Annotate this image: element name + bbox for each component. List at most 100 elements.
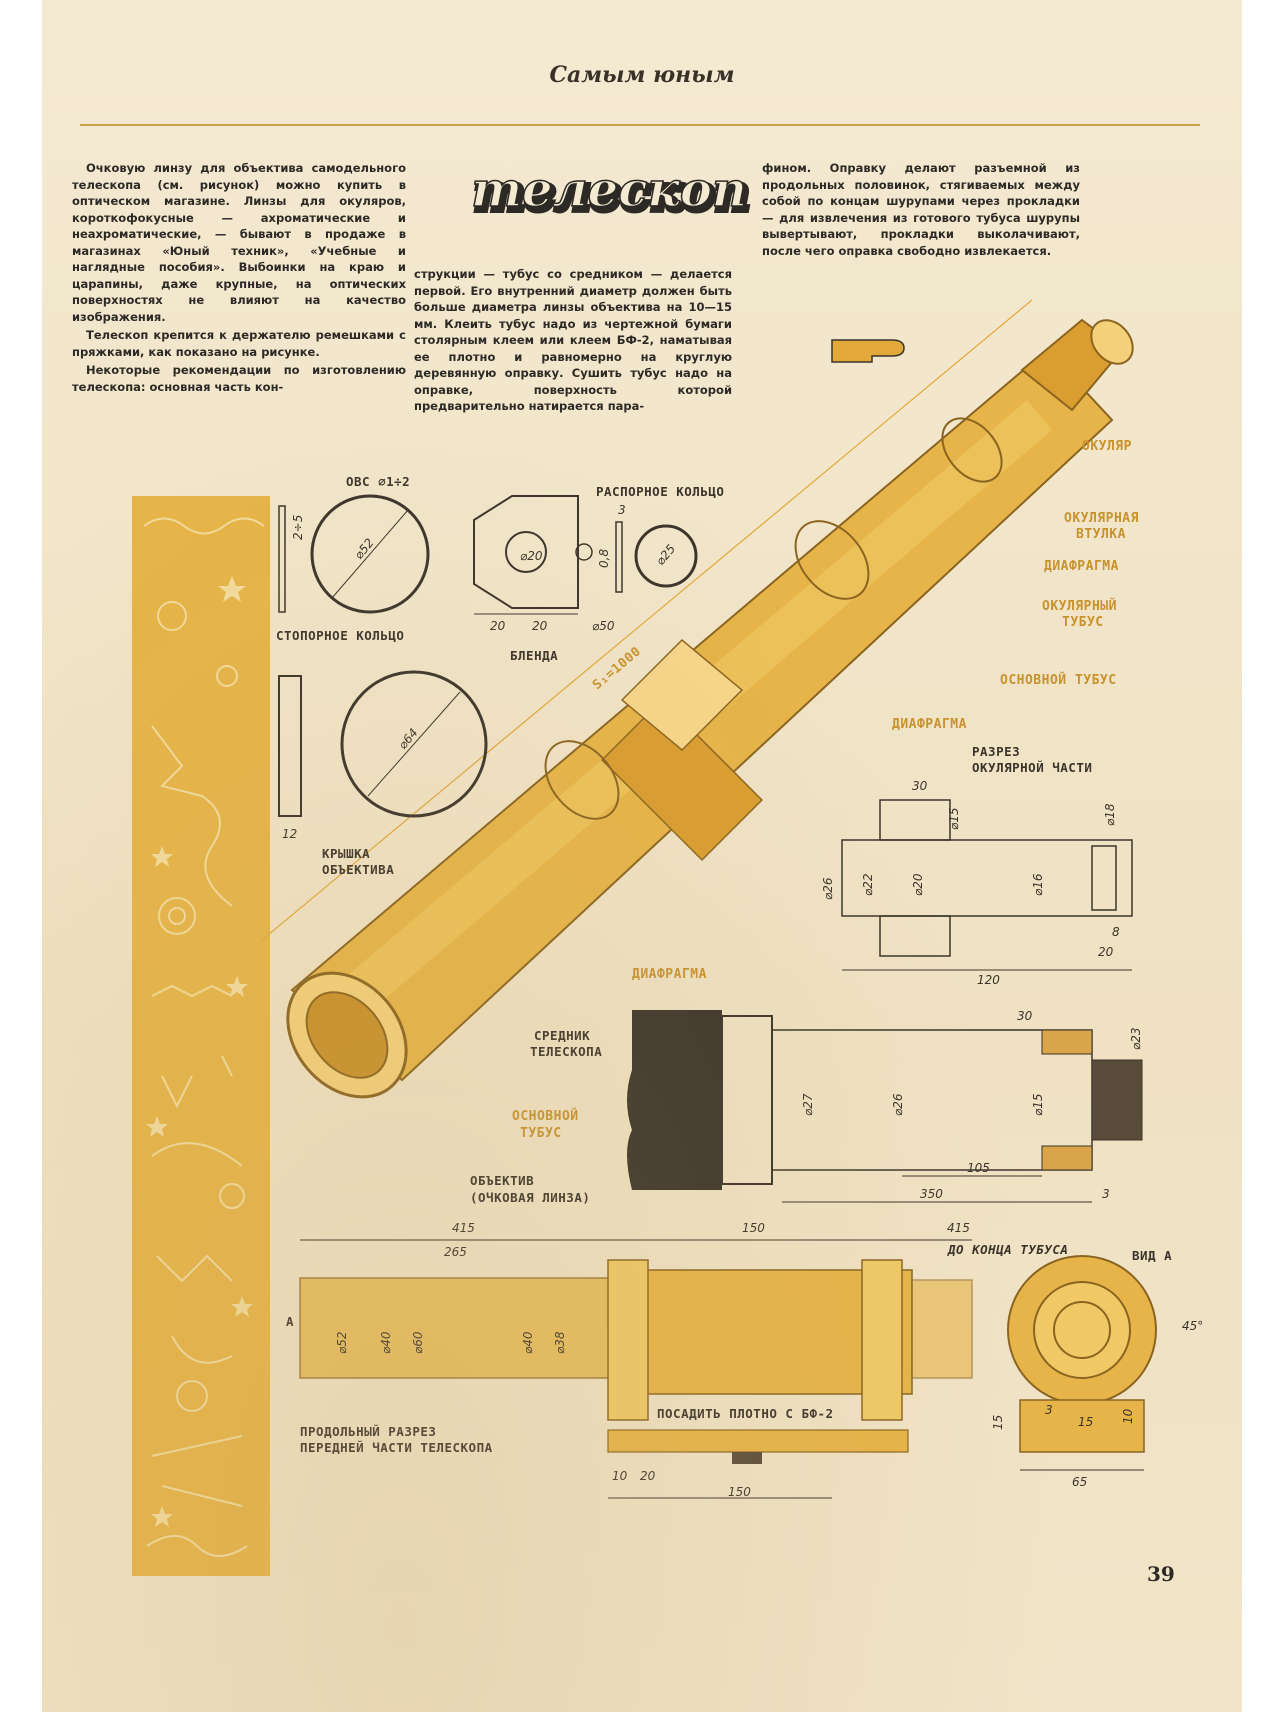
paragraph: Некоторые рекомендации по изготовлению т…	[72, 363, 406, 394]
dim-label: 45°	[1182, 1319, 1203, 1333]
telescope-tube	[286, 318, 1134, 1099]
middle-label: СРЕДНИК	[534, 1028, 590, 1043]
dim-label: ⌀20	[520, 549, 543, 563]
dim-label: 10	[1121, 1408, 1135, 1424]
middle-label-2: ТЕЛЕСКОПА	[530, 1044, 602, 1059]
section-label: ОКУЛЯРНОЙ ЧАСТИ	[972, 760, 1092, 775]
text-column-2: струкции — тубус со средником — делается…	[414, 266, 732, 417]
dim-label: ⌀64	[396, 726, 421, 752]
dim-label: 12	[282, 827, 297, 841]
section-label: ПРОДОЛЬНЫЙ РАЗРЕЗ	[300, 1424, 436, 1439]
dim-label: 120	[977, 973, 1000, 987]
figure-middle-section: СРЕДНИК ТЕЛЕСКОПА 30 ⌀23 ⌀27 ⌀26 ⌀15 105…	[530, 1009, 1143, 1203]
dim-label: ⌀26	[891, 1093, 905, 1116]
dim-label: 20	[1098, 945, 1114, 959]
figure-longitudinal-section: 415 150 415 265 ДО КОНЦА ТУБУСА А ⌀52 ⌀4…	[286, 1221, 1068, 1499]
article-title: телескоп телескоп	[470, 161, 752, 225]
glue-note: ПОСАДИТЬ ПЛОТНО С БФ-2	[657, 1406, 834, 1421]
dim-label: ⌀38	[553, 1331, 567, 1354]
dim-label: 150	[728, 1485, 751, 1499]
callout-diaphragm-3: ДИАФРАГМА	[632, 967, 707, 982]
figure-stop-ring: ОВС ⌀1÷2 ⌀52 2÷5 СТОПОРНОЕ КОЛЬЦО	[276, 474, 430, 643]
page-number: 39	[1147, 1562, 1175, 1586]
pointing-hand-icon	[831, 339, 905, 363]
text-column-1: Очковую линзу для объектива самодельного…	[72, 160, 406, 397]
dim-label: 350	[920, 1187, 943, 1201]
dim-label: 15	[991, 1415, 1005, 1430]
dim-label: 65	[1072, 1475, 1087, 1489]
dim-label: ⌀25	[653, 542, 678, 568]
dim-label: ⌀18	[1103, 803, 1117, 826]
cap-label-2: ОБЪЕКТИВА	[322, 862, 394, 877]
dim-label: ⌀15	[1031, 1094, 1045, 1117]
ornament-pattern	[143, 517, 265, 1557]
dim-label: 20	[490, 619, 506, 633]
figure-view-a: ВИД А 15 3 15 10 45° 65	[991, 1248, 1203, 1489]
spacer-ring-label: РАСПОРНОЕ КОЛЬЦО	[596, 484, 724, 499]
callout-eyepiece: ОКУЛЯР	[1082, 439, 1132, 454]
dim-label: ⌀27	[801, 1093, 815, 1116]
dim-label: 30	[912, 779, 928, 793]
dim-label: ⌀23	[1129, 1028, 1143, 1051]
view-a-label: ВИД А	[1132, 1248, 1172, 1263]
section-label: ПЕРЕДНЕЙ ЧАСТИ ТЕЛЕСКОПА	[300, 1440, 493, 1455]
dim-label: 2÷5	[291, 515, 305, 540]
callout-eyepiece-sleeve: ОКУЛЯРНАЯ	[1064, 511, 1139, 526]
paragraph: Телескоп крепится к держателю ремешками …	[72, 328, 406, 359]
dim-label: 3	[1102, 1187, 1110, 1201]
callout-main-tube: ОСНОВНОЙ ТУБУС	[1000, 672, 1117, 688]
dim-label: ⌀60	[411, 1331, 425, 1354]
dim-label: ⌀50	[592, 619, 615, 633]
callout-eyepiece-tube: ОКУЛЯРНЫЙ	[1042, 598, 1117, 614]
decorative-border-strip	[132, 496, 270, 1576]
paragraph: Очковую линзу для объектива самодельного…	[72, 161, 406, 324]
dim-label: 10	[612, 1469, 628, 1483]
to-end-label: ДО КОНЦА ТУБУСА	[947, 1242, 1068, 1257]
dim-label: ⌀20	[911, 873, 925, 896]
callout-eyepiece-tube-2: ТУБУС	[1062, 615, 1104, 630]
dim-label: 105	[967, 1161, 990, 1175]
callout-objective-2: (ОЧКОВАЯ ЛИНЗА)	[470, 1190, 590, 1205]
figure-spacer-ring: РАСПОРНОЕ КОЛЬЦО 3 0,8 ⌀25	[596, 484, 724, 593]
figure-objective-cap: 12 ⌀64 КРЫШКА ОБЪЕКТИВА	[278, 670, 488, 877]
hood-label: БЛЕНДА	[510, 648, 558, 663]
dim-label: 15	[1078, 1415, 1093, 1429]
dim-label: ⌀40	[379, 1331, 393, 1354]
callout-main-tube-2: ОСНОВНОЙ	[512, 1108, 579, 1124]
figure-hood: ⌀20 20 20 ⌀50 БЛЕНДА	[473, 495, 615, 663]
dim-label: ⌀52	[335, 1332, 349, 1355]
dim-label: 150	[742, 1221, 765, 1235]
dim-label: ⌀26	[821, 877, 835, 900]
dim-label: 20	[532, 619, 548, 633]
dim-label: 20	[640, 1469, 656, 1483]
figure-eyepiece-section: РАЗРЕЗ ОКУЛЯРНОЙ ЧАСТИ 30 ⌀15 ⌀18 ⌀26 ⌀2…	[821, 744, 1133, 987]
dim-label: 415	[452, 1221, 475, 1235]
callout-objective: ОБЪЕКТИВ	[470, 1173, 534, 1188]
callout-eyepiece-sleeve-2: ВТУЛКА	[1076, 527, 1126, 542]
wire-label: ОВС ⌀1÷2	[346, 474, 410, 489]
cap-label: КРЫШКА	[322, 846, 370, 861]
telescope-drawing: S₁=1000 ОКУЛЯР ОКУЛЯРНАЯ ВТУЛКА ДИАФРАГМ…	[261, 299, 1203, 1499]
dim-label: ⌀40	[521, 1331, 535, 1354]
dim-label: ⌀15	[947, 808, 961, 831]
dim-label: 8	[1112, 925, 1120, 939]
header-rule	[80, 124, 1200, 126]
title-text: телескоп	[471, 162, 747, 218]
arrow-a-label: А	[286, 1314, 294, 1329]
text-column-3: фином. Оправку делают разъемной из продо…	[762, 160, 1080, 261]
paragraph: струкции — тубус со средником — делается…	[414, 267, 732, 413]
dim-label: ⌀22	[861, 874, 875, 897]
dim-label: 3	[618, 503, 626, 517]
callout-diaphragm-2: ДИАФРАГМА	[892, 717, 967, 732]
svg-text:телескоп: телескоп	[474, 166, 750, 222]
dim-label: 265	[444, 1245, 467, 1259]
section-label: РАЗРЕЗ	[972, 744, 1020, 759]
length-dimension-line	[261, 299, 1033, 941]
dim-label: ⌀52	[352, 536, 377, 562]
stop-ring-label: СТОПОРНОЕ КОЛЬЦО	[276, 628, 404, 643]
dim-label: ⌀16	[1031, 873, 1045, 896]
dim-label: 3	[1045, 1403, 1053, 1417]
callout-main-tube-2b: ТУБУС	[520, 1126, 562, 1141]
dim-label: 0,8	[597, 549, 611, 568]
dim-label: 415	[947, 1221, 970, 1235]
